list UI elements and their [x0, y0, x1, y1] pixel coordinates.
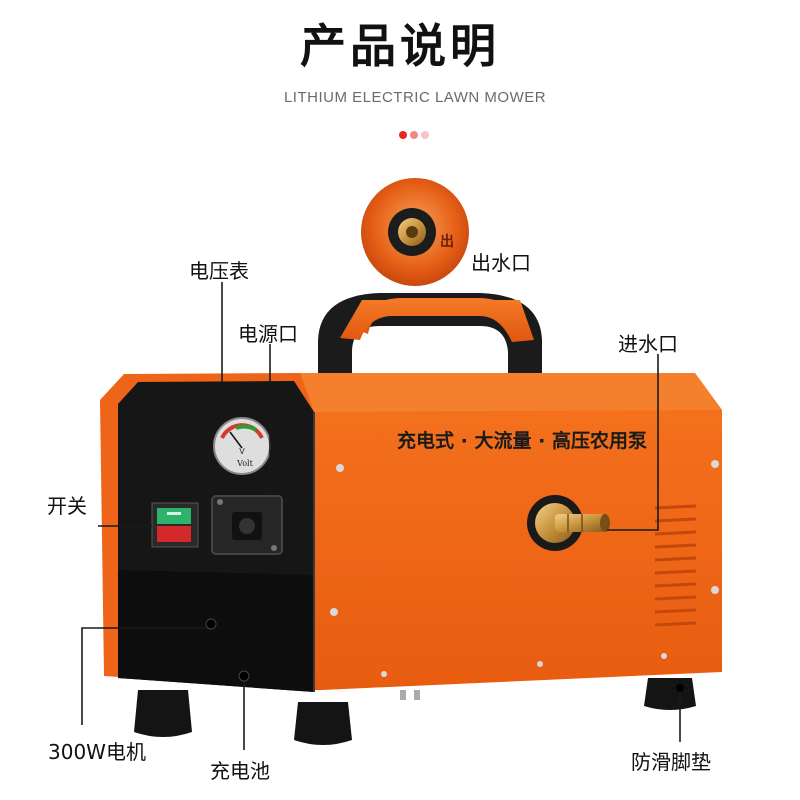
voltmeter-unit: V	[239, 447, 245, 456]
page-subtitle: LITHIUM ELECTRIC LAWN MOWER	[283, 89, 547, 106]
callout-lines	[81, 282, 681, 750]
foot-pads	[134, 678, 696, 745]
callout-motor: 300W电机	[48, 740, 146, 764]
carry-handle	[318, 293, 542, 382]
callout-battery: 充电池	[210, 759, 270, 783]
panel-slogan: 充电式 · 大流量 · 高压农用泵	[397, 429, 647, 452]
rocker-switch[interactable]	[151, 502, 199, 548]
water-inlet[interactable]	[527, 495, 610, 551]
callout-outlet: 出水口	[471, 251, 531, 275]
dot-3	[421, 131, 429, 139]
dot-active	[399, 131, 407, 139]
pagination-dots	[399, 131, 429, 139]
voltmeter-brand: Volt	[236, 459, 253, 468]
voltmeter: V Volt	[213, 417, 271, 475]
dot-2	[410, 131, 418, 139]
power-port[interactable]	[211, 495, 283, 555]
outlet-zoom-circle: 出	[361, 178, 469, 286]
callout-switch: 开关	[47, 494, 87, 518]
callout-foot-pad: 防滑脚垫	[631, 750, 711, 774]
page-title: 产品说明	[300, 19, 500, 73]
outlet-mark: 出	[440, 233, 454, 250]
callout-voltmeter: 电压表	[189, 259, 249, 283]
callout-power-port: 电源口	[238, 322, 298, 346]
callout-inlet: 进水口	[618, 332, 678, 356]
